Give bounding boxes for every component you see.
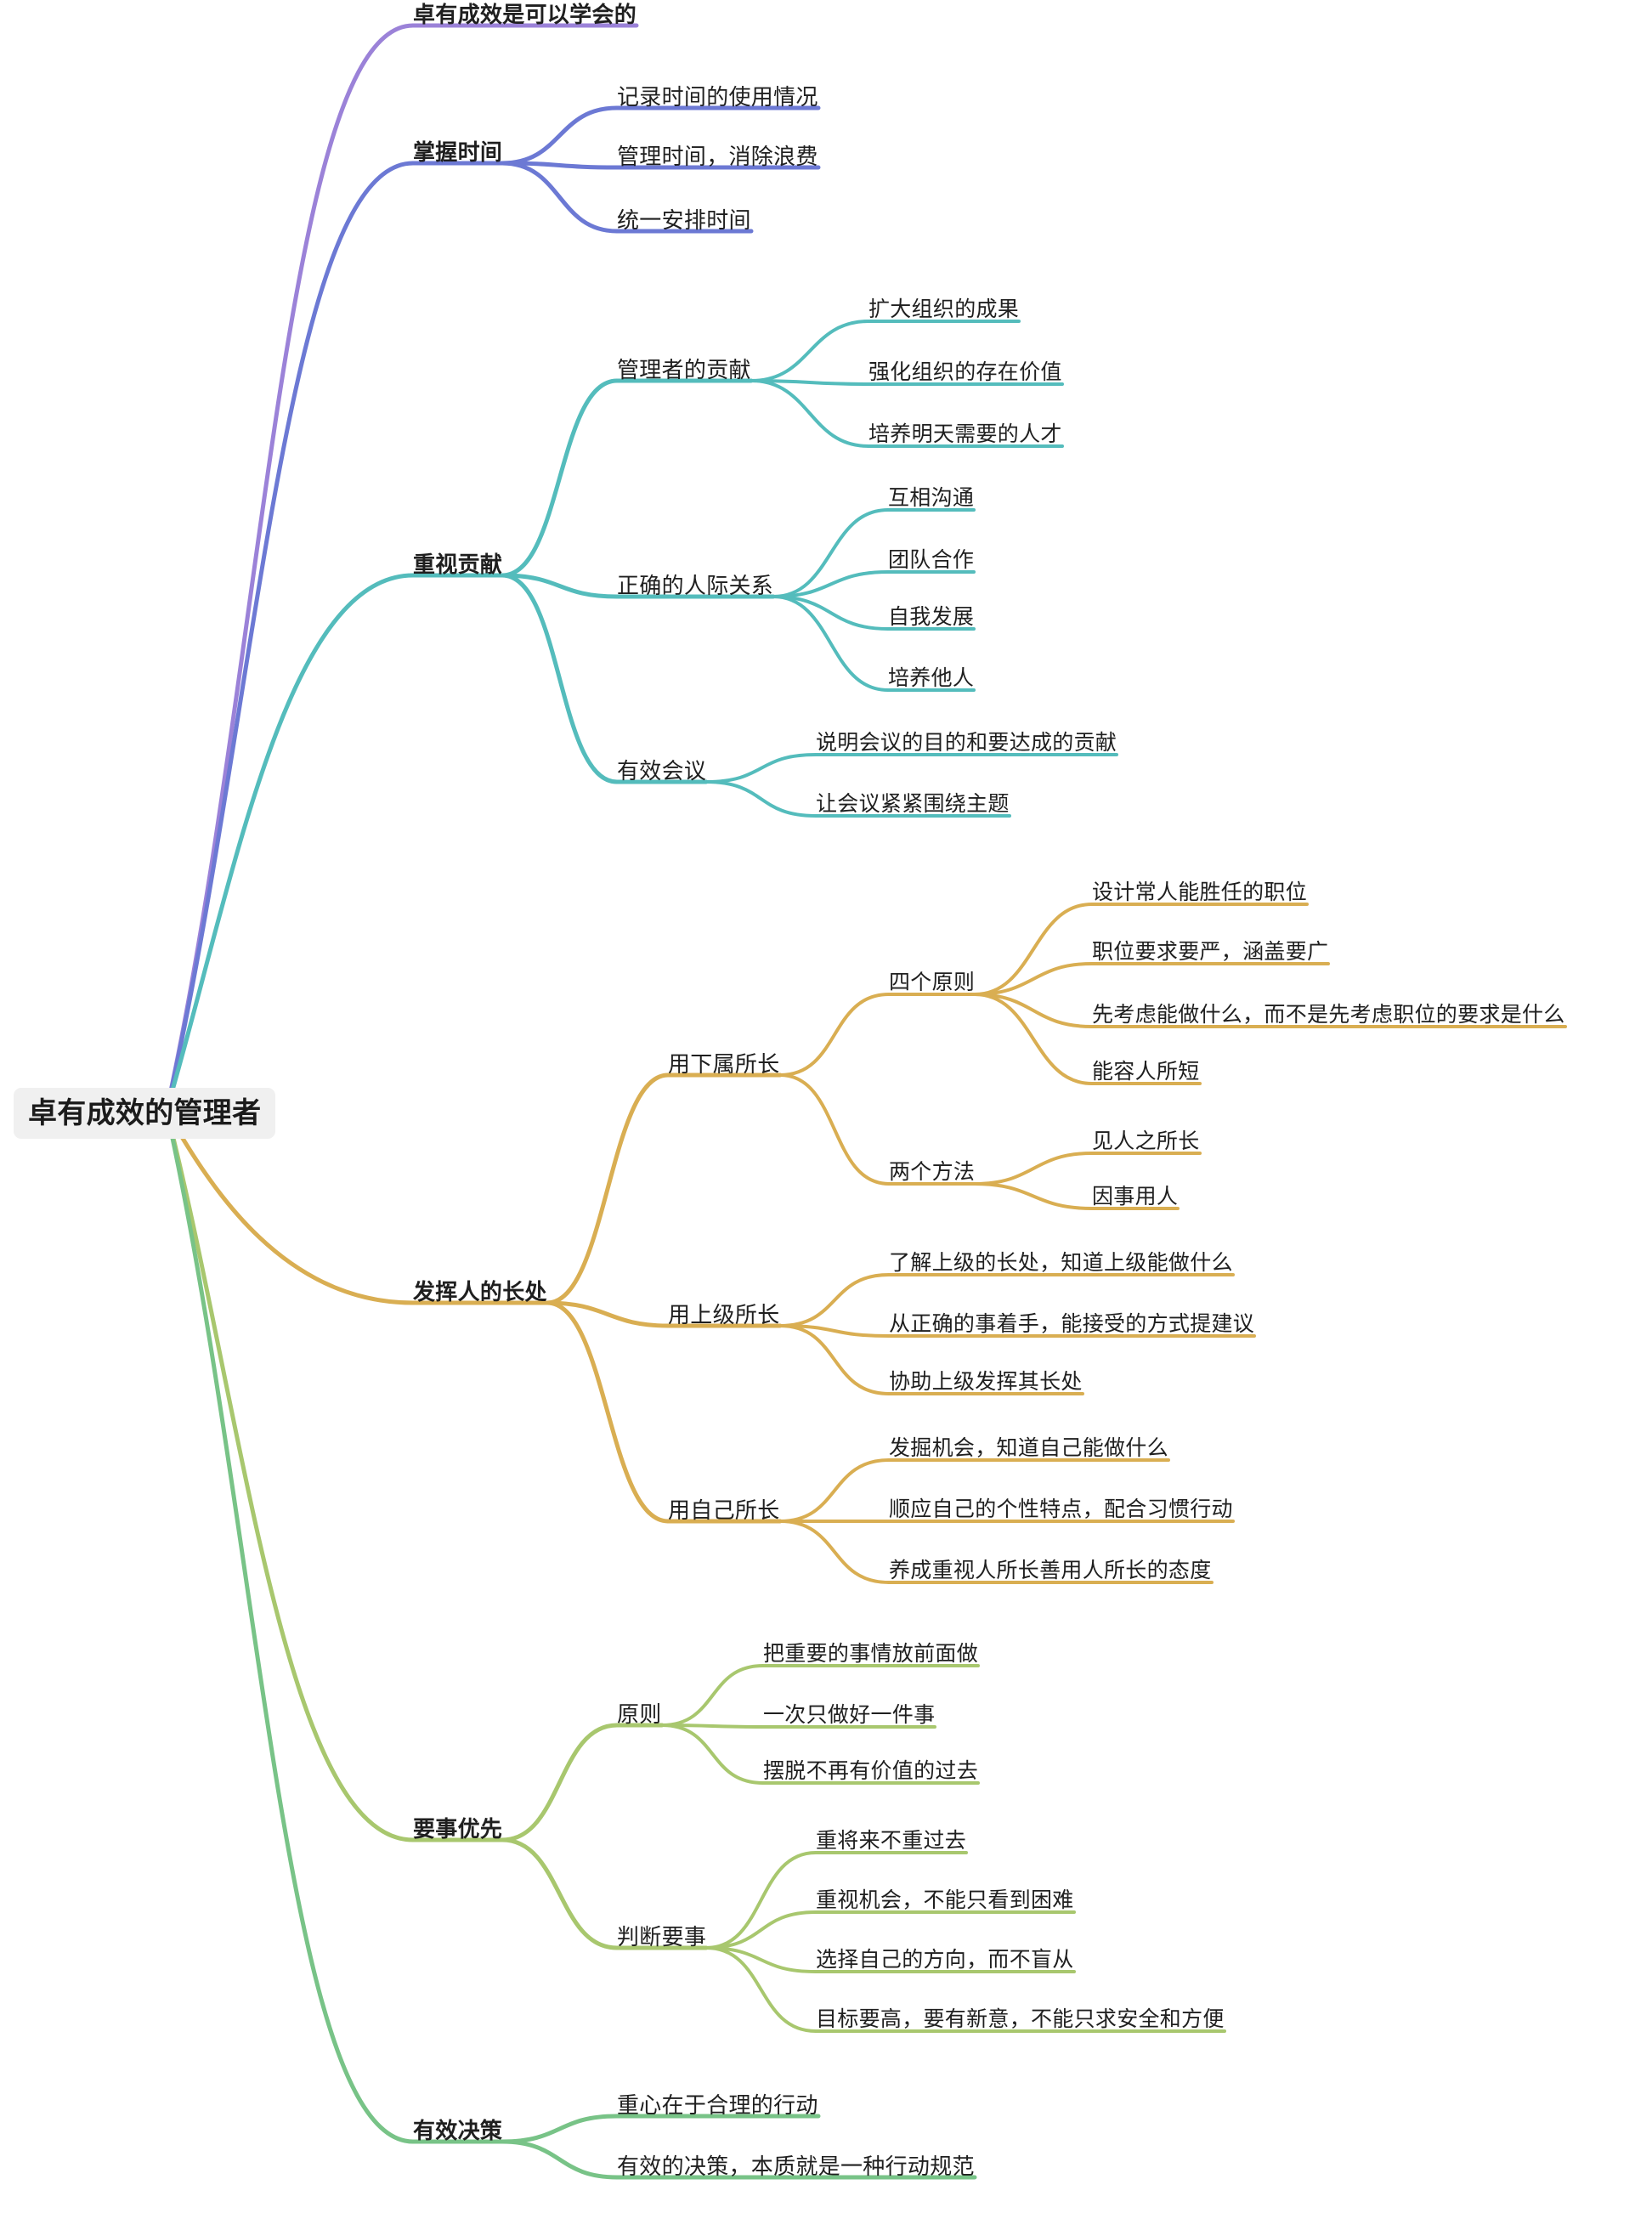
leaf-node-meeting-focus[interactable]: 让会议紧紧围绕主题 [816,792,1010,816]
leaf-node-strengthen-value[interactable]: 强化组织的存在价值 [868,360,1062,384]
sub-node-two-methods[interactable]: 两个方法 [889,1160,976,1184]
branch-node-strengths[interactable]: 发挥人的长处 [413,1279,547,1305]
sub-node-manage-waste[interactable]: 管理时间，消除浪费 [617,144,818,169]
leaf-node-meeting-purpose[interactable]: 说明会议的目的和要达成的贡献 [816,731,1117,755]
leaf-node-develop-others[interactable]: 培养他人 [888,666,975,690]
leaf-node-follow-personality[interactable]: 顺应自己的个性特点，配合习惯行动 [889,1497,1233,1521]
sub-node-action-norm[interactable]: 有效的决策，本质就是一种行动规范 [617,2154,975,2179]
leaf-node-own-direction[interactable]: 选择自己的方向，而不盲从 [816,1948,1074,1972]
leaf-node-high-goals[interactable]: 目标要高，要有新意，不能只求安全和方便 [816,2007,1225,2031]
leaf-node-future-over-past[interactable]: 重将来不重过去 [816,1829,967,1853]
branch-node-contribution[interactable]: 重视贡献 [413,552,503,577]
leaf-node-right-approach[interactable]: 从正确的事着手，能接受的方式提建议 [889,1312,1255,1336]
leaf-node-one-at-a-time[interactable]: 一次只做好一件事 [763,1703,936,1727]
sub-node-own-strengths[interactable]: 用自己所长 [668,1497,780,1523]
sub-node-effective-meetings[interactable]: 有效会议 [617,758,707,784]
leaf-node-staff-by-task[interactable]: 因事用人 [1092,1185,1179,1208]
branch-node-decisions[interactable]: 有效决策 [413,2118,503,2143]
leaf-node-expand-results[interactable]: 扩大组织的成果 [868,297,1020,321]
sub-node-relationships[interactable]: 正确的人际关系 [617,573,774,598]
branch-node-learnable[interactable]: 卓有成效是可以学会的 [413,2,637,27]
sub-node-manager-contribution[interactable]: 管理者的贡献 [617,357,751,382]
sub-node-rational-action[interactable]: 重心在于合理的行动 [617,2092,818,2118]
sub-node-principles[interactable]: 原则 [617,1701,662,1727]
root-node[interactable]: 卓有成效的管理者 [14,1088,276,1139]
branch-node-priorities[interactable]: 要事优先 [413,1816,503,1842]
sub-node-record-time[interactable]: 记录时间的使用情况 [617,84,818,110]
leaf-node-self-development[interactable]: 自我发展 [888,605,975,629]
leaf-node-develop-talent[interactable]: 培养明天需要的人才 [868,422,1062,446]
leaf-node-value-opportunity[interactable]: 重视机会，不能只看到困难 [816,1888,1074,1912]
sub-node-consolidate-time[interactable]: 统一安排时间 [617,207,751,233]
leaf-node-help-superior[interactable]: 协助上级发挥其长处 [889,1370,1083,1394]
leaf-node-tolerate-weakness[interactable]: 能容人所短 [1092,1060,1200,1084]
leaf-node-capability-first[interactable]: 先考虑能做什么，而不是先考虑职位的要求是什么 [1092,1003,1565,1027]
leaf-node-value-strengths-attitude[interactable]: 养成重视人所长善用人所长的态度 [889,1559,1212,1582]
leaf-node-communication[interactable]: 互相沟通 [888,486,975,510]
branch-node-manage-time[interactable]: 掌握时间 [413,139,503,165]
leaf-node-abandon-past[interactable]: 摆脱不再有价值的过去 [763,1759,979,1783]
sub-node-judge-priorities[interactable]: 判断要事 [617,1924,707,1950]
sub-node-subordinate-strengths[interactable]: 用下属所长 [668,1051,780,1077]
leaf-node-important-first[interactable]: 把重要的事情放前面做 [763,1642,979,1666]
leaf-node-teamwork[interactable]: 团队合作 [888,548,975,572]
leaf-node-know-superior[interactable]: 了解上级的长处，知道上级能做什么 [889,1251,1233,1275]
leaf-node-strict-broad[interactable]: 职位要求要严，涵盖要广 [1092,940,1329,964]
sub-node-superior-strengths[interactable]: 用上级所长 [668,1302,780,1327]
leaf-node-find-opportunity[interactable]: 发掘机会，知道自己能做什么 [889,1436,1168,1460]
leaf-node-see-strengths[interactable]: 见人之所长 [1092,1129,1200,1153]
sub-node-four-principles[interactable]: 四个原则 [889,971,976,994]
leaf-node-ordinary-position[interactable]: 设计常人能胜任的职位 [1092,880,1308,904]
